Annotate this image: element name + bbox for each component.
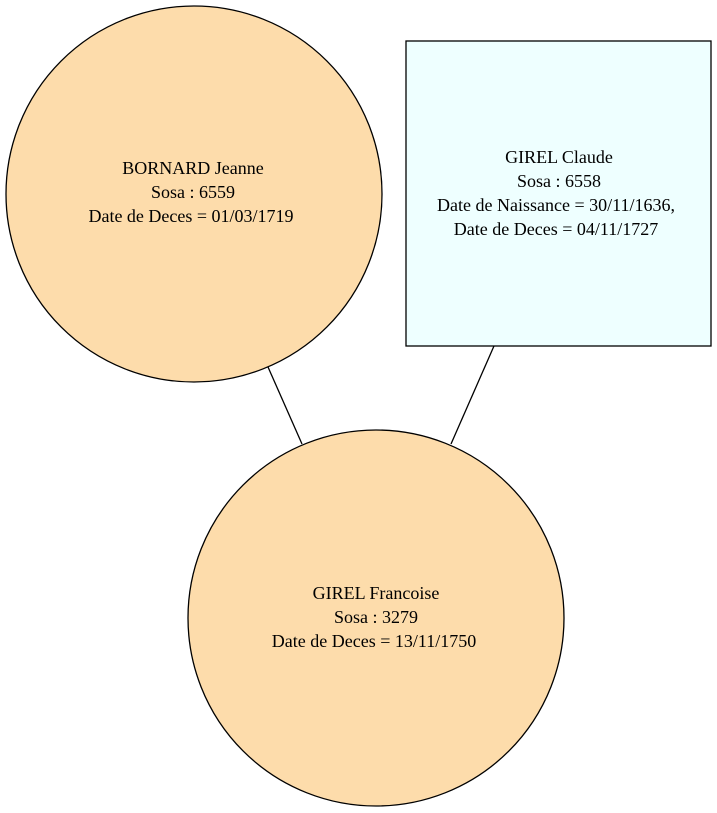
edge-father-to-child [450,345,495,445]
person-sosa: Sosa : 6559 [151,182,235,202]
person-birth-date: Date de Naissance = 30/11/1636, [437,195,675,215]
female-node-shape [187,429,565,807]
person-name: GIREL Claude [505,147,613,167]
person-sosa: Sosa : 3279 [334,607,418,627]
person-death-date: Date de Deces = 01/03/1719 [88,206,293,226]
person-node-girel-claude[interactable]: GIREL Claude Sosa : 6558 Date de Naissan… [405,40,712,347]
male-node-shape [405,40,712,347]
person-death-date: Date de Deces = 04/11/1727 [454,219,658,239]
person-death-date: Date de Deces = 13/11/1750 [272,631,476,651]
person-node-bornard-jeanne[interactable]: BORNARD Jeanne Sosa : 6559 Date de Deces… [5,5,383,383]
female-node-shape [5,5,383,383]
person-sosa: Sosa : 6558 [517,171,601,191]
person-name: GIREL Francoise [313,583,440,603]
edge-mother-to-child [267,366,303,445]
person-name: BORNARD Jeanne [122,158,264,178]
person-node-girel-francoise[interactable]: GIREL Francoise Sosa : 3279 Date de Dece… [187,429,565,807]
